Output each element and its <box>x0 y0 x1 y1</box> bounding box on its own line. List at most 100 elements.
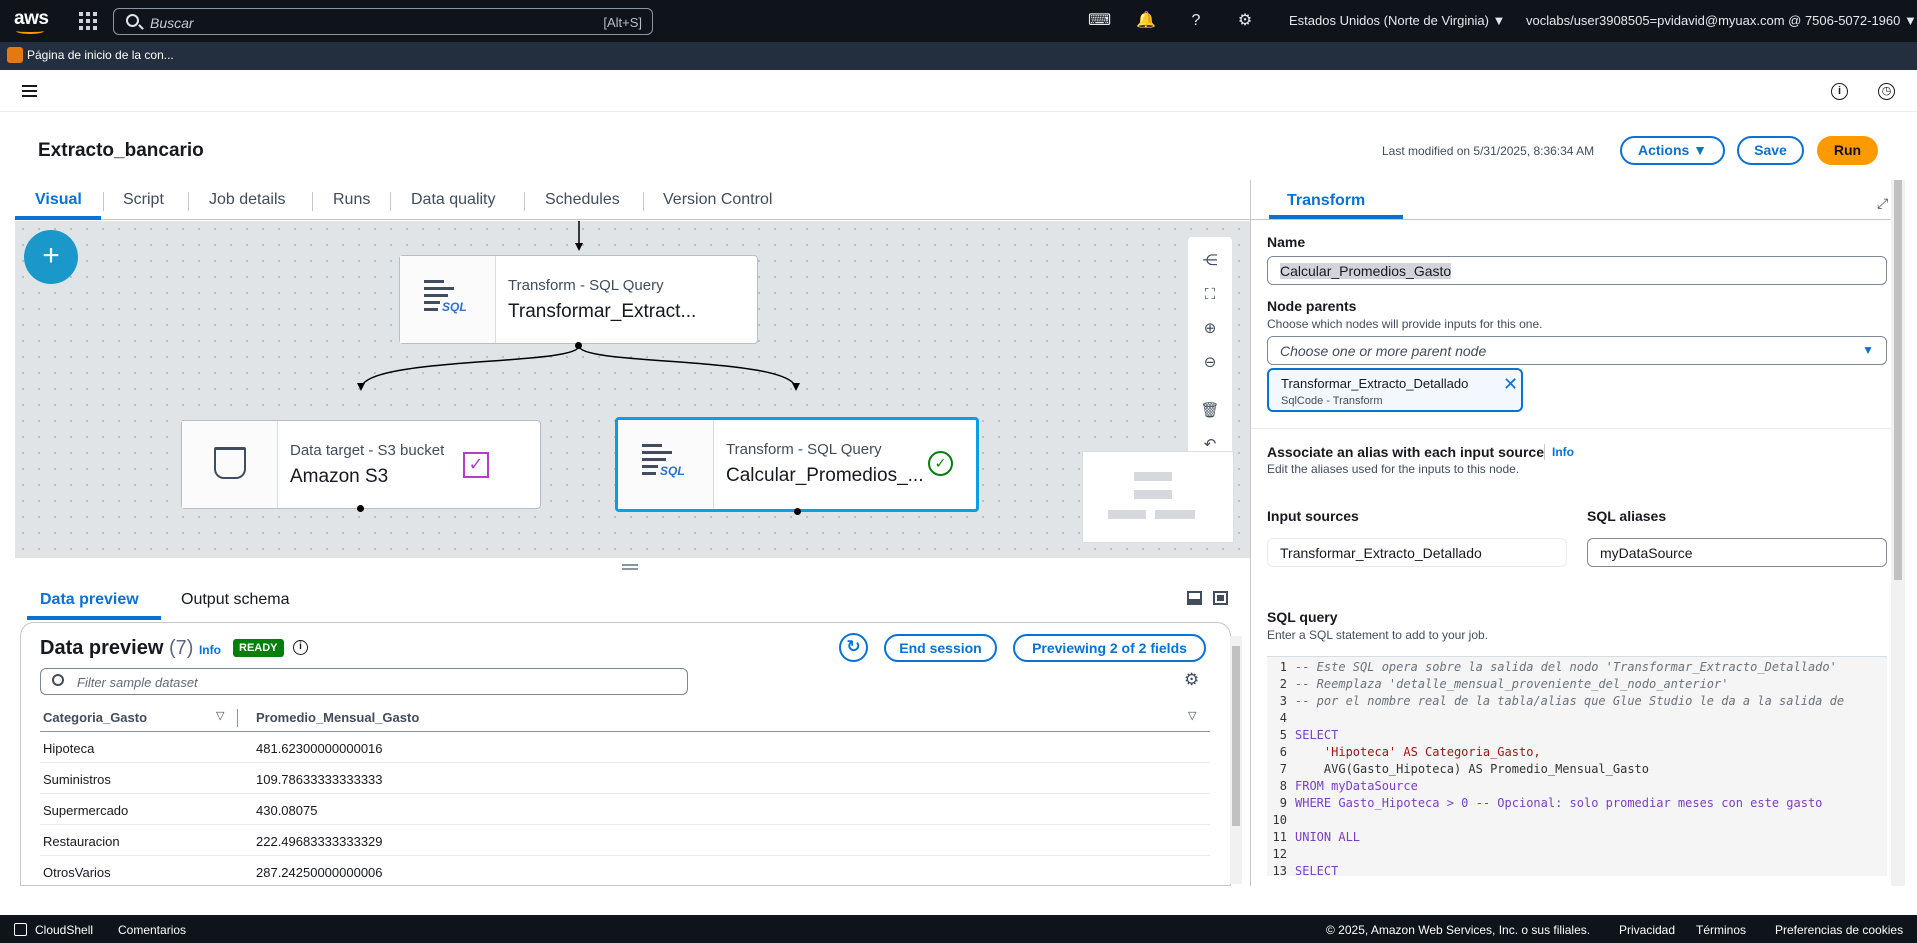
tab-runs[interactable]: Runs <box>333 191 371 208</box>
aws-logo-text: aws <box>14 8 49 29</box>
actions-button[interactable]: Actions ▼ <box>1620 136 1725 165</box>
bottom-panel-tabs: Data preview Output schema <box>15 580 1250 620</box>
services-grid-icon[interactable] <box>79 12 97 30</box>
panel-maximize-icon[interactable] <box>1213 591 1228 605</box>
fit-view-icon[interactable]: ⛶ <box>1204 286 1216 303</box>
cloudshell-icon <box>14 923 27 936</box>
tab-data-preview[interactable]: Data preview <box>40 591 139 608</box>
table-row: OtrosVarios 287.24250000000006 <box>40 856 1210 885</box>
parent-node-select[interactable]: Choose one or more parent node ▼ <box>1267 336 1887 365</box>
name-field[interactable]: Calcular_Promedios_Gasto <box>1267 256 1887 285</box>
end-session-button[interactable]: End session <box>884 634 997 662</box>
sort-icon[interactable]: ▽ <box>1188 710 1197 722</box>
status-badge: READY <box>233 639 284 657</box>
aws-logo[interactable]: aws <box>14 8 49 34</box>
job-tabs: Visual Script Job details Runs Data qual… <box>15 180 1250 220</box>
alias-info-link[interactable]: Info <box>1552 445 1574 459</box>
account-menu[interactable]: voclabs/user3908505=pvidavid@myuax.com @… <box>1526 13 1917 28</box>
terms-link[interactable]: Términos <box>1696 923 1747 937</box>
bell-icon[interactable]: 🔔 <box>1136 12 1156 29</box>
cloudshell-link[interactable]: CloudShell <box>35 923 94 937</box>
node-output-handle[interactable] <box>357 505 364 512</box>
cloudshell-icon[interactable]: ⌨ <box>1088 12 1112 29</box>
canvas-minimap[interactable] <box>1082 451 1234 543</box>
table-row: Hipoteca 481.62300000000016 <box>40 732 1210 763</box>
sql-alias-field[interactable]: myDataSource <box>1587 538 1887 567</box>
column-header[interactable]: Categoria_Gasto <box>43 710 148 725</box>
privacy-link[interactable]: Privacidad <box>1619 923 1676 937</box>
undo-icon[interactable]: ↶ <box>1203 436 1217 453</box>
status-info-icon[interactable]: i <box>293 640 308 655</box>
tab-visual[interactable]: Visual <box>35 191 82 208</box>
tab-schedules[interactable]: Schedules <box>545 191 620 208</box>
node-output-handle[interactable] <box>794 508 801 515</box>
tab-data-quality[interactable]: Data quality <box>411 191 496 208</box>
tab-version-control[interactable]: Version Control <box>663 191 773 208</box>
node-parents-label: Node parents <box>1267 298 1357 314</box>
sql-query-label: SQL query <box>1267 609 1338 625</box>
tab-transform[interactable]: Transform <box>1287 192 1366 209</box>
tab-active-indicator <box>15 216 101 220</box>
column-header[interactable]: Promedio_Mensual_Gasto <box>256 710 420 725</box>
node-amazon-s3[interactable]: Data target - S3 bucket Amazon S3 ✓ <box>181 420 541 509</box>
tab-job-details[interactable]: Job details <box>209 191 286 208</box>
gear-icon[interactable]: ⚙ <box>1237 12 1253 29</box>
visual-canvas[interactable]: + SQL Transform - SQL Query Transformar_… <box>15 221 1250 558</box>
search-icon <box>126 14 139 27</box>
favorite-label: Página de inicio de la con... <box>27 48 174 62</box>
tab-script[interactable]: Script <box>123 191 164 208</box>
table-row: Supermercado 430.08075 <box>40 794 1210 825</box>
sql-query-icon: SQL <box>424 280 472 318</box>
node-name: Amazon S3 <box>290 466 389 487</box>
footer: CloudShell Comentarios © 2025, Amazon We… <box>0 915 1917 943</box>
sql-query-icon: SQL <box>642 444 690 482</box>
zoom-out-icon[interactable]: ⊖ <box>1203 354 1217 371</box>
node-type: Transform - SQL Query <box>726 441 882 458</box>
tab-active-indicator <box>27 616 161 620</box>
tab-output-schema[interactable]: Output schema <box>181 591 290 608</box>
job-header: Extracto_bancario Last modified on 5/31/… <box>0 112 1917 180</box>
add-node-button[interactable]: + <box>24 230 78 284</box>
node-output-handle[interactable] <box>575 342 582 349</box>
settings-circle-icon[interactable]: ◷ <box>1878 83 1895 100</box>
panel-split-icon[interactable] <box>1187 591 1202 605</box>
help-icon[interactable]: ? <box>1191 12 1201 29</box>
node-type: Transform - SQL Query <box>508 277 664 294</box>
region-selector[interactable]: Estados Unidos (Norte de Virginia) ▼ <box>1289 13 1506 28</box>
node-edges <box>357 221 800 391</box>
run-button[interactable]: Run <box>1817 136 1878 165</box>
panel-scrollbar[interactable] <box>1891 180 1905 886</box>
alias-label: Associate an alias with each input sourc… <box>1267 444 1544 460</box>
app-bar: i ◷ <box>0 70 1917 112</box>
favorite-item[interactable]: Página de inicio de la con... <box>7 47 174 63</box>
save-button[interactable]: Save <box>1737 136 1804 165</box>
node-calcular-promedios[interactable]: SQL Transform - SQL Query Calcular_Prome… <box>615 417 979 512</box>
cookies-link[interactable]: Preferencias de cookies <box>1775 923 1904 937</box>
s3-bucket-icon <box>214 447 246 479</box>
expand-icon[interactable]: ⤢ <box>1877 195 1889 211</box>
filter-input[interactable]: Filter sample dataset <box>40 668 688 695</box>
console-home-icon <box>7 47 23 63</box>
panel-resize-handle[interactable] <box>622 564 638 570</box>
node-transformar-extracto[interactable]: SQL Transform - SQL Query Transformar_Ex… <box>399 255 758 344</box>
preview-scrollbar[interactable] <box>1230 636 1242 884</box>
zoom-in-icon[interactable]: ⊕ <box>1203 320 1217 337</box>
gear-icon[interactable]: ⚙ <box>1184 670 1200 689</box>
close-icon[interactable]: ✕ <box>1503 374 1519 394</box>
search-shortcut: [Alt+S] <box>603 15 642 30</box>
page-title: Extracto_bancario <box>38 140 204 161</box>
preview-count: (7) <box>168 637 194 659</box>
sort-icon[interactable]: ▽ <box>216 710 225 722</box>
info-icon[interactable]: i <box>1831 83 1848 100</box>
search-placeholder: Buscar <box>150 15 194 31</box>
sql-editor[interactable]: 1-- Este SQL opera sobre la salida del n… <box>1267 656 1887 876</box>
feedback-link[interactable]: Comentarios <box>118 923 187 937</box>
layout-icon[interactable]: ⋲ <box>1202 252 1218 269</box>
delete-icon[interactable]: 🗑 <box>1200 402 1220 419</box>
search-input[interactable]: Buscar [Alt+S] <box>113 8 653 35</box>
previewing-fields-button[interactable]: Previewing 2 of 2 fields <box>1013 634 1206 662</box>
table-row: Restauracion 222.49683333333329 <box>40 825 1210 856</box>
info-link[interactable]: Info <box>198 643 221 657</box>
refresh-icon[interactable]: ↻ <box>839 633 868 662</box>
menu-icon[interactable] <box>22 85 37 97</box>
